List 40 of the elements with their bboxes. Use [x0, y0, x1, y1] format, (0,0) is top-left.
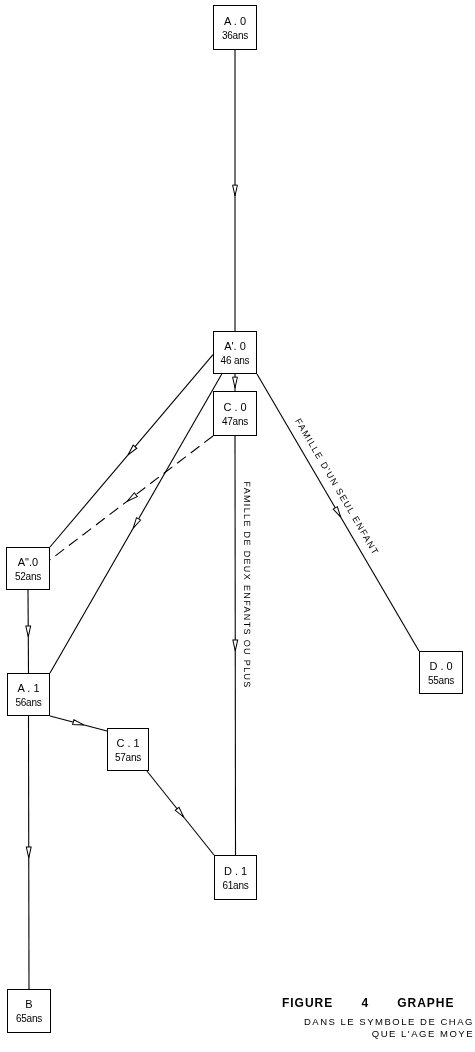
arrow — [232, 435, 239, 856]
arrow — [232, 373, 238, 392]
figure-caption: DANS LE SYMBOLE DE CHAG QUE L'AGE MOYE — [302, 1016, 474, 1040]
state-code: D . 0 — [429, 659, 453, 672]
arrow — [25, 589, 32, 674]
age-label: 52ans — [14, 570, 42, 582]
state-code: C . 0 — [223, 400, 247, 413]
state-box — [6, 547, 50, 590]
age-label: 61ans — [222, 879, 249, 891]
arrow — [232, 49, 238, 332]
arrow — [146, 770, 215, 856]
state-box — [107, 728, 149, 771]
state-code: A . 1 — [17, 681, 40, 694]
age-label: 36ans — [221, 29, 249, 41]
arrow — [25, 715, 32, 990]
figure-title: FIGURE 4 GRAPHE — [282, 996, 455, 1010]
state-box — [7, 673, 50, 716]
arrow — [256, 373, 420, 652]
age-label: 55ans — [427, 674, 455, 686]
state-code: A".0 — [17, 555, 39, 568]
state-box — [213, 5, 257, 50]
state-code: B — [25, 998, 33, 1010]
state-box — [213, 391, 257, 436]
edge-label: FAMILLE DE DEUX ENFANTS OU PLUS — [242, 481, 253, 690]
arrow — [49, 373, 223, 674]
state-box — [419, 651, 463, 694]
age-label: 46 ans — [220, 354, 250, 366]
age-label: 65ans — [15, 1013, 43, 1024]
state-box — [7, 989, 51, 1033]
state-code: D . 1 — [223, 864, 248, 877]
arrow — [49, 354, 214, 548]
arrow — [49, 715, 108, 732]
state-box — [213, 331, 257, 374]
state-code: C . 1 — [116, 736, 140, 749]
state-box — [214, 855, 257, 900]
age-label: 56ans — [15, 696, 42, 708]
state-code: A . 0 — [224, 14, 246, 27]
age-label: 47ans — [221, 415, 249, 427]
state-code: A'. 0 — [224, 339, 246, 352]
age-label: 57ans — [114, 751, 142, 763]
